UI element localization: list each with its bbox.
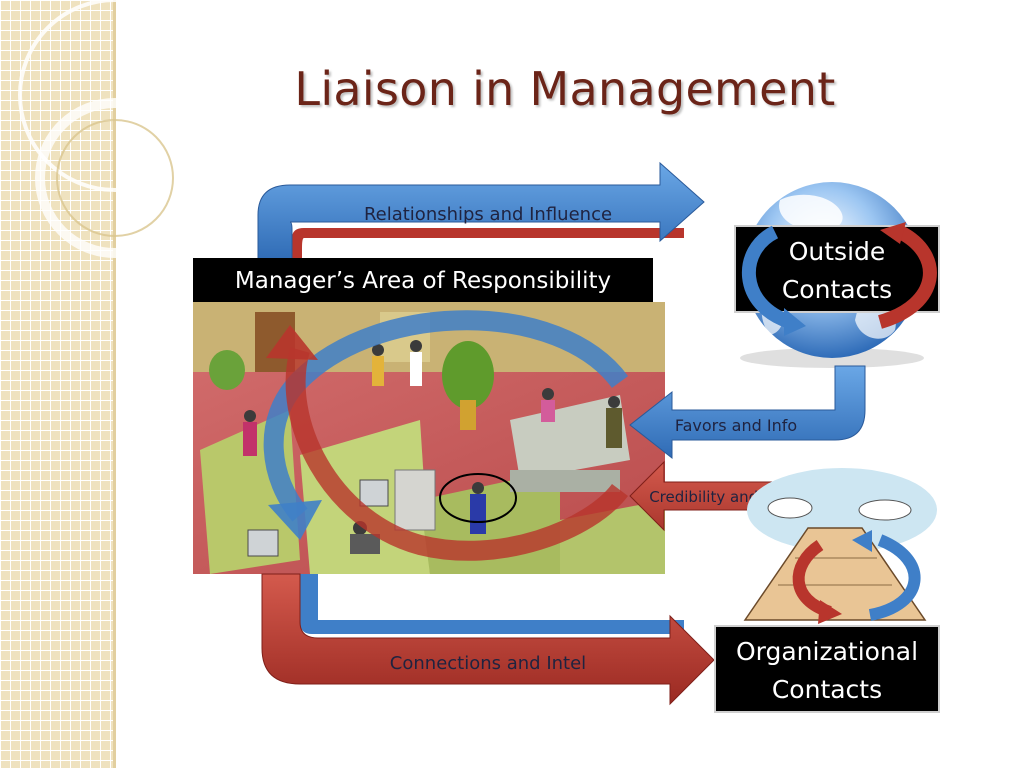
sidebar-edge [113, 0, 116, 768]
globe-blue-arrowhead [784, 308, 806, 336]
favors-arrow [629, 365, 866, 460]
pyramid-red-arrow [792, 540, 833, 618]
inner-blue-arrowhead [268, 500, 322, 540]
center-box [193, 258, 653, 302]
pyramid-icon [743, 468, 937, 621]
globe-blue-arrow [741, 225, 793, 329]
outside-contacts-line1: Outside [789, 237, 886, 266]
center-box-label: Manager’s Area of Responsibility [235, 268, 611, 294]
globe-red-arrowhead [880, 222, 906, 244]
relationships-red-band [292, 228, 684, 262]
org-contacts-box [714, 625, 940, 713]
relationships-label: Relationships and Influence [364, 204, 612, 225]
connections-arrow [261, 573, 715, 706]
org-contacts-line2: Contacts [772, 675, 882, 704]
inner-red-cycle-arrow [285, 347, 628, 561]
favors-label: Favors and Info [675, 416, 797, 435]
pyramid-red-arrowhead [818, 600, 842, 624]
outside-contacts-line2: Contacts [782, 275, 892, 304]
inner-red-arrowhead [266, 325, 318, 360]
page-title: Liaison in Management [294, 62, 836, 116]
pyramid-blue-arrow [868, 534, 921, 621]
pyramid-blue-arrowhead [852, 530, 872, 552]
relationships-arrow [257, 161, 705, 263]
decorative-ring [56, 119, 174, 237]
decorative-ring [18, 0, 212, 192]
decorative-ring [35, 98, 195, 258]
inner-blue-cycle-arrow [263, 310, 629, 522]
globe-red-arrow [877, 225, 937, 329]
connections-blue-band [300, 574, 684, 634]
org-contacts-line1: Organizational [736, 637, 918, 666]
connections-label: Connections and Intel [390, 653, 586, 674]
